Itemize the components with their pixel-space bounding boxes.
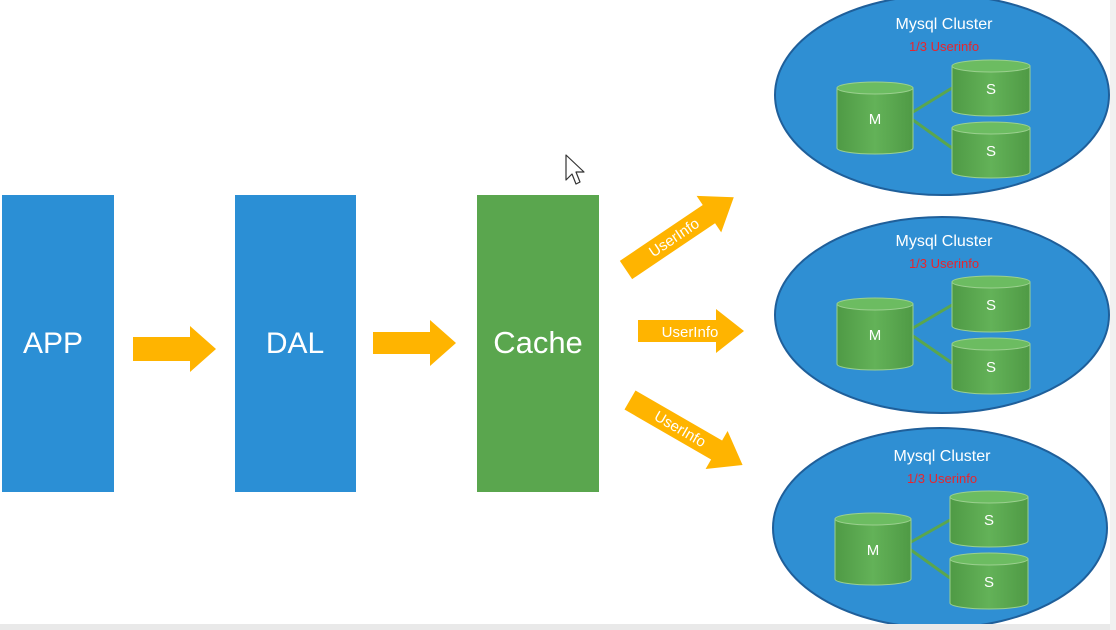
mysql-cluster: Mysql Cluster 1/3 Userinfo M S S: [774, 0, 1110, 196]
cluster-subtitle: 1/3 Userinfo: [909, 256, 979, 271]
app-label: APP: [23, 327, 83, 360]
master-label: M: [869, 111, 882, 128]
master-label: M: [869, 327, 882, 344]
cache-node: Cache: [477, 195, 599, 492]
replication-link: [910, 518, 951, 544]
slave-db-cylinder: S: [951, 121, 1031, 179]
app-to-dal-arrow: [133, 326, 216, 372]
bottom-frame-strip: [0, 624, 1116, 630]
slave-db-cylinder: S: [951, 337, 1031, 395]
master-db-cylinder: M: [834, 512, 912, 586]
cluster-title: Mysql Cluster: [896, 233, 994, 250]
cluster-subtitle: 1/3 Userinfo: [907, 471, 977, 486]
slave-label: S: [984, 512, 994, 529]
dal-to-cache-arrow: [373, 320, 456, 366]
master-db-cylinder: M: [836, 81, 914, 155]
slave-label: S: [984, 574, 994, 591]
replication-link: [912, 118, 953, 150]
master-db-cylinder: M: [836, 297, 914, 371]
slave-db-cylinder: S: [949, 552, 1029, 610]
cluster-title: Mysql Cluster: [896, 16, 994, 33]
dal-node: DAL: [235, 195, 356, 492]
replication-link: [912, 303, 953, 330]
slave-db-cylinder: S: [951, 275, 1031, 333]
dal-label: DAL: [266, 327, 324, 360]
app-node: APP: [2, 195, 114, 492]
cluster-title: Mysql Cluster: [894, 448, 992, 465]
slave-db-cylinder: S: [951, 59, 1031, 117]
right-frame-strip: [1110, 0, 1116, 630]
mouse-pointer-icon: [565, 154, 585, 185]
slave-db-cylinder: S: [949, 490, 1029, 548]
mysql-cluster: Mysql Cluster 1/3 Userinfo M S S: [774, 216, 1110, 414]
userinfo-label-middle: UserInfo: [662, 324, 719, 341]
slave-label: S: [986, 143, 996, 160]
master-label: M: [867, 542, 880, 559]
replication-link: [912, 86, 953, 114]
cache-label: Cache: [493, 325, 583, 360]
cluster-subtitle: 1/3 Userinfo: [909, 39, 979, 54]
slave-label: S: [986, 81, 996, 98]
userinfo-arrow-middle: UserInfo: [638, 309, 744, 353]
replication-link: [912, 334, 953, 365]
userinfo-arrow-bottom: UserInfo: [624, 390, 743, 470]
slave-label: S: [986, 297, 996, 314]
slave-label: S: [986, 359, 996, 376]
userinfo-arrow-top: UserInfo: [619, 195, 734, 280]
mysql-cluster: Mysql Cluster 1/3 Userinfo M S S: [772, 427, 1108, 629]
replication-link: [910, 548, 951, 580]
